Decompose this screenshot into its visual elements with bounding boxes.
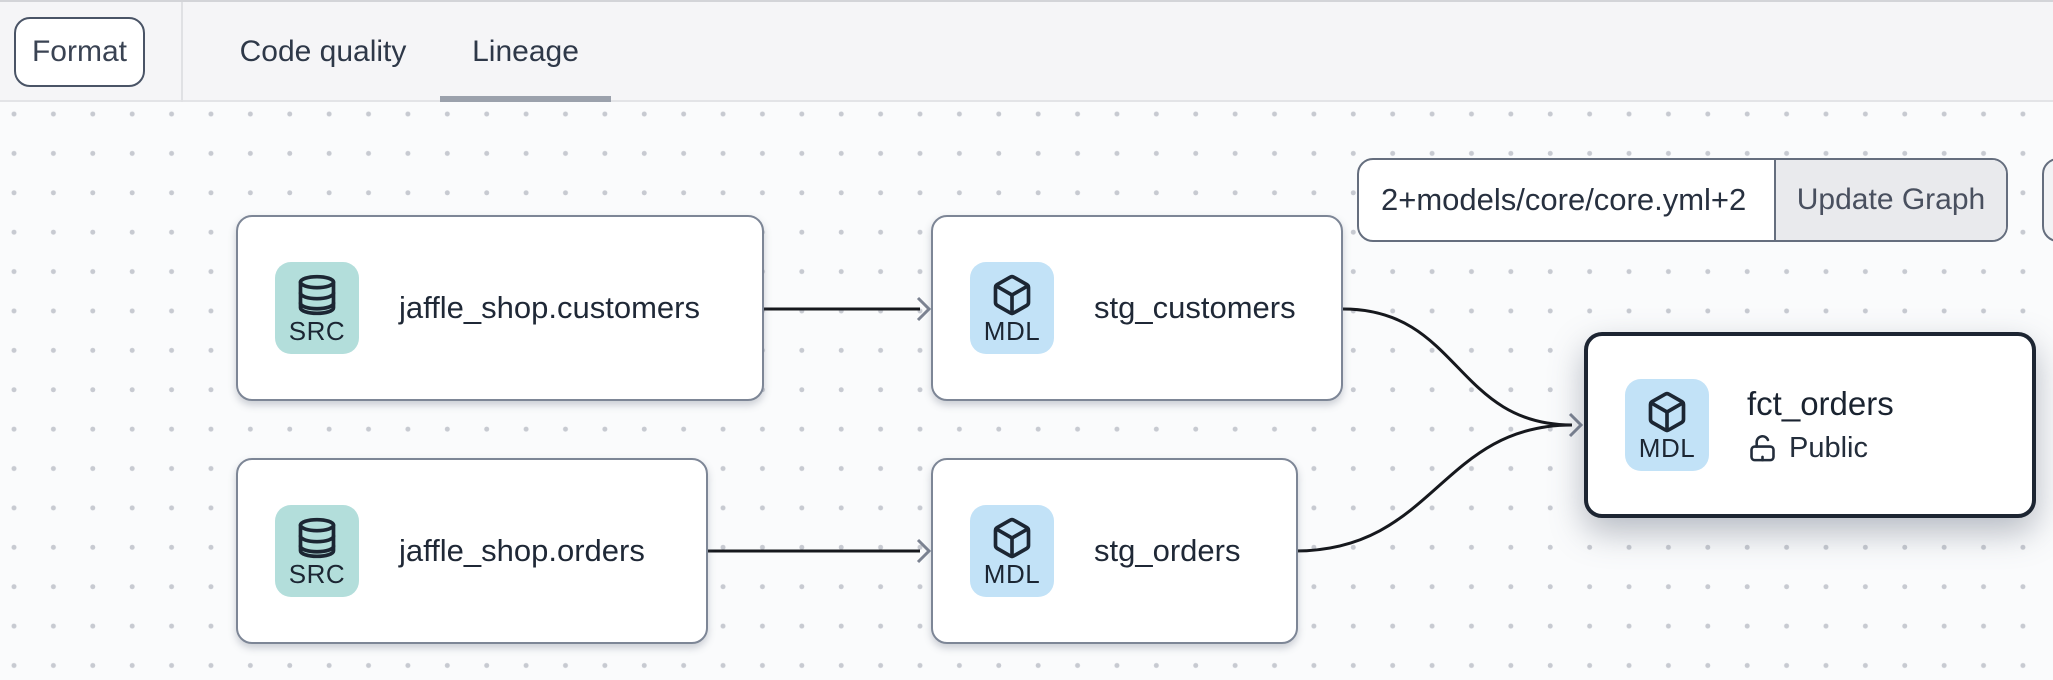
cube-icon bbox=[993, 274, 1031, 315]
cube-icon bbox=[1648, 391, 1686, 432]
unlock-icon bbox=[1750, 434, 1775, 462]
lineage-canvas[interactable]: SRC jaffle_shop.customers MDL stg_custom… bbox=[0, 102, 2053, 680]
access-label: Public bbox=[1789, 432, 1868, 464]
toolbar-divider bbox=[181, 2, 183, 102]
badge-type-label: MDL bbox=[983, 558, 1041, 589]
arrowhead-icon bbox=[916, 296, 932, 322]
badge-type-label: SRC bbox=[288, 558, 346, 589]
format-button[interactable]: Format bbox=[14, 17, 145, 87]
edge-stg-customers-to-fct bbox=[1342, 307, 1573, 427]
node-jaffle-shop-orders[interactable]: SRC jaffle_shop.orders bbox=[236, 458, 708, 644]
model-type-badge: MDL bbox=[970, 262, 1054, 354]
tab-lineage-label: Lineage bbox=[472, 35, 579, 68]
node-text-block: fct_orders Public bbox=[1747, 385, 1894, 465]
source-type-badge: SRC bbox=[275, 262, 359, 354]
database-icon bbox=[298, 517, 336, 558]
node-label: jaffle_shop.orders bbox=[399, 533, 645, 568]
badge-type-label: SRC bbox=[288, 315, 346, 346]
node-label: stg_customers bbox=[1094, 290, 1296, 325]
tab-lineage[interactable]: Lineage bbox=[440, 2, 611, 102]
node-access-row: Public bbox=[1747, 432, 1894, 465]
node-jaffle-shop-customers[interactable]: SRC jaffle_shop.customers bbox=[236, 215, 764, 401]
node-label: jaffle_shop.customers bbox=[399, 290, 700, 325]
clipped-edge-button[interactable] bbox=[2042, 158, 2053, 242]
source-type-badge: SRC bbox=[275, 505, 359, 597]
node-label: fct_orders bbox=[1747, 385, 1894, 422]
editor-toolbar: Format Code quality Lineage bbox=[0, 0, 2053, 102]
selector-input[interactable] bbox=[1359, 160, 1774, 240]
node-label: stg_orders bbox=[1094, 533, 1241, 568]
tab-code-quality-label: Code quality bbox=[239, 35, 407, 68]
model-type-badge: MDL bbox=[970, 505, 1054, 597]
arrowhead-icon bbox=[916, 538, 932, 564]
node-stg-orders[interactable]: MDL stg_orders bbox=[931, 458, 1298, 644]
database-icon bbox=[298, 274, 336, 315]
graph-selector-bar: Update Graph bbox=[1357, 158, 2008, 242]
tab-code-quality[interactable]: Code quality bbox=[212, 2, 434, 102]
node-fct-orders[interactable]: MDL fct_orders Public bbox=[1584, 332, 2036, 518]
edge-stg-orders-to-fct bbox=[1294, 423, 1573, 553]
arrowhead-icon bbox=[1568, 412, 1584, 438]
badge-type-label: MDL bbox=[983, 315, 1041, 346]
model-type-badge: MDL bbox=[1625, 379, 1709, 471]
update-graph-button[interactable]: Update Graph bbox=[1774, 160, 2006, 240]
cube-icon bbox=[993, 517, 1031, 558]
badge-type-label: MDL bbox=[1638, 432, 1696, 463]
node-stg-customers[interactable]: MDL stg_customers bbox=[931, 215, 1343, 401]
